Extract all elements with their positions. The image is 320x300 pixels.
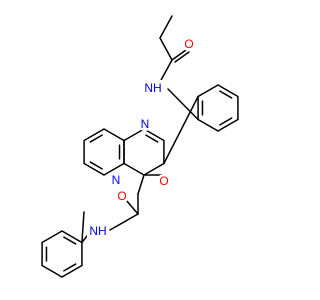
svg-text:N: N <box>112 173 121 187</box>
svg-text:O: O <box>117 189 126 203</box>
tolyl-ring-double-bond <box>63 263 77 272</box>
n-ch2-bond <box>137 174 145 195</box>
top-phenyl-ring-double-bond <box>219 90 233 99</box>
benzo-ring-bond <box>83 128 105 142</box>
svg-text:N: N <box>141 117 150 131</box>
pyrazinone-ring-bond <box>123 128 145 142</box>
nh-carbonyl-bond <box>159 59 173 83</box>
svg-text:O: O <box>159 174 168 188</box>
tolyl-ring-bond <box>61 230 83 244</box>
tolyl-ring-double-bond <box>63 236 77 245</box>
top-phenyl-ring-bond <box>217 118 239 132</box>
amide-top-oxygen: O <box>182 37 196 51</box>
benzo-ring-bond <box>83 162 105 176</box>
pyrazinone-ring-double-bond <box>145 134 159 143</box>
benzo-ring-bond <box>103 128 125 142</box>
lactam-oxygen: O <box>157 174 171 188</box>
carbonyl-o-bond <box>171 49 187 61</box>
tolyl-ring-bond <box>61 264 83 278</box>
top-phenyl-ring-bond <box>217 84 239 98</box>
carbonyl-o-double-bond <box>174 51 190 63</box>
pyrazinone-ring-bond <box>143 128 165 142</box>
tolyl-ring-bond <box>41 264 63 278</box>
top-phenyl-ring-double-bond <box>219 117 233 126</box>
pyrazinone-ring-bond <box>123 162 145 176</box>
quinoxaline-nitrogen-bottom: N <box>109 173 123 187</box>
svg-text:O: O <box>184 37 193 51</box>
top-phenyl-ring-bond <box>197 118 219 132</box>
quinoxaline-nitrogen-top: N <box>138 117 152 131</box>
benzo-ring-bond <box>103 162 125 176</box>
svg-text:NH: NH <box>144 81 161 95</box>
benzo-ring-double-bond <box>89 134 103 143</box>
pyrazinone-ring-bond <box>143 162 165 176</box>
amide-top-nitrogen: NH <box>142 80 164 95</box>
amide-co-bond <box>125 199 139 215</box>
ethyl-bond <box>159 15 173 39</box>
amide-bottom-oxygen: O <box>115 189 129 203</box>
methyl-bond <box>81 211 85 244</box>
top-phenyl-ring-bond <box>197 84 219 98</box>
atom-label-layer: O NH N N O O NH <box>87 37 196 239</box>
benzo-ring-double-bond <box>89 161 103 170</box>
tolyl-ring-bond <box>41 230 63 244</box>
carbonyl-ethyl-bond <box>159 37 173 61</box>
bond-layer <box>41 15 239 278</box>
amide-cn-bond <box>109 213 139 231</box>
aryl-aryl-bond <box>163 95 199 165</box>
molecule-structure: O NH N N O O NH <box>41 15 239 278</box>
svg-text:NH: NH <box>89 224 106 238</box>
phenyl-nh-bond <box>167 88 199 121</box>
amide-bottom-nitrogen: NH <box>87 224 109 239</box>
